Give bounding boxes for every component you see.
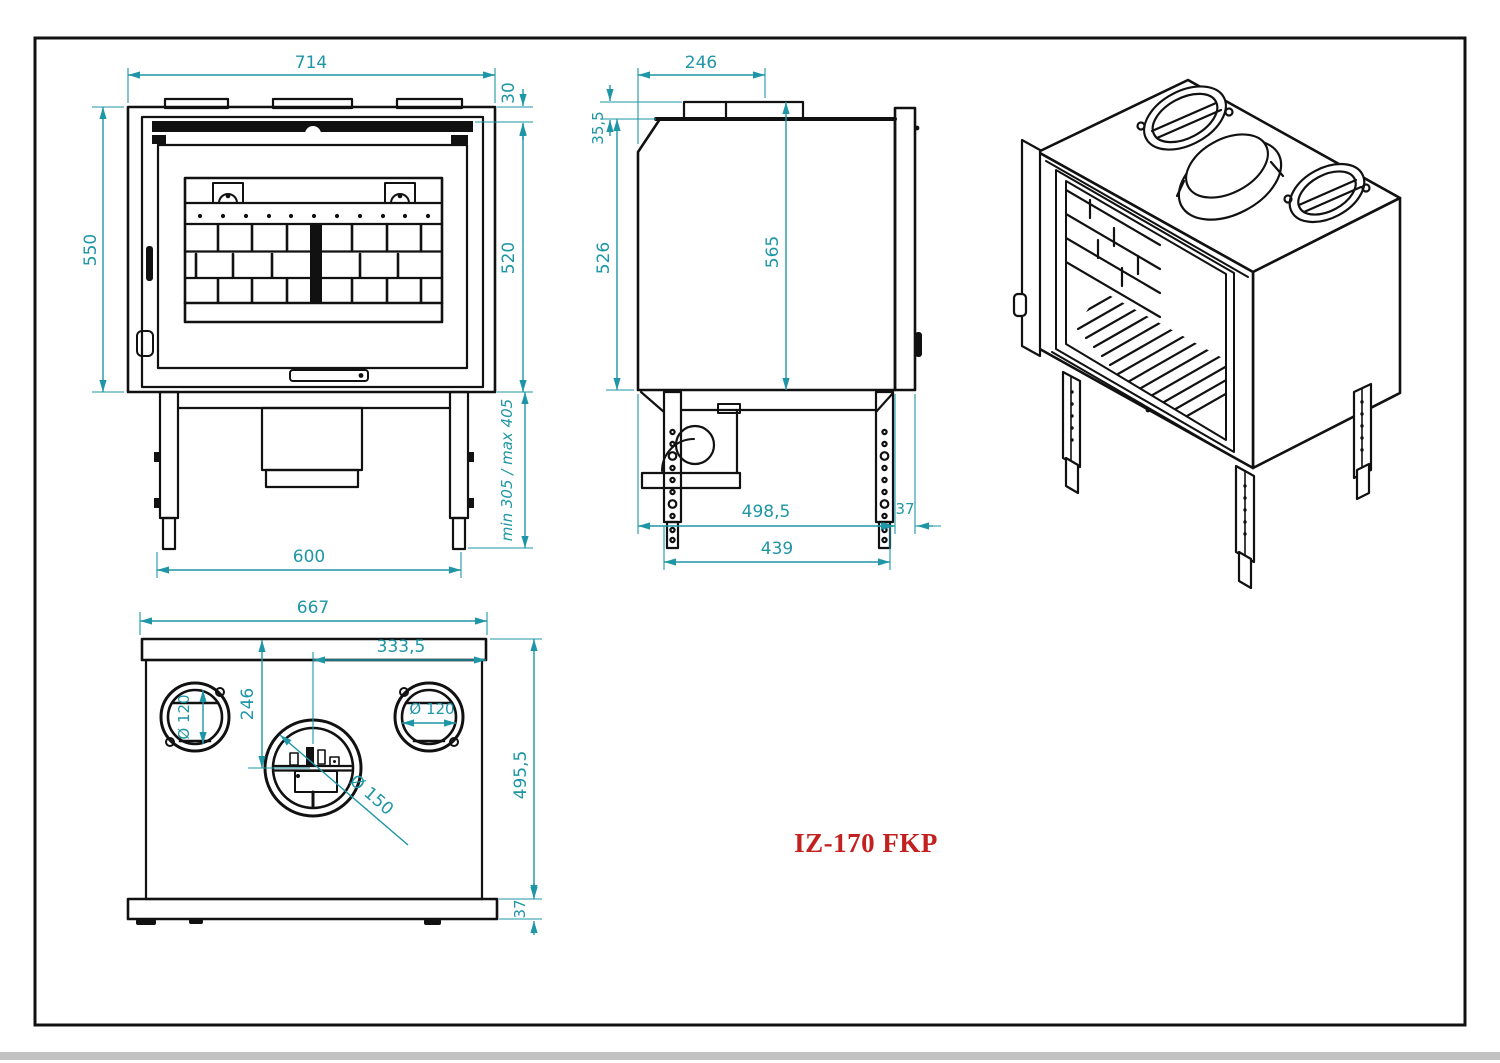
dim-top-half-width: 333,5 bbox=[377, 637, 426, 657]
page-edge bbox=[0, 1052, 1500, 1060]
firebox-brick-wall bbox=[1066, 188, 1162, 319]
isometric-view bbox=[1012, 78, 1402, 590]
dim-front-width: 714 bbox=[295, 53, 327, 73]
door-handle bbox=[1012, 292, 1028, 318]
dim-top-front-strip: 37 bbox=[511, 899, 529, 918]
dim-side-body-height: 526 bbox=[594, 242, 614, 274]
band-notch bbox=[305, 126, 321, 142]
dim-top-width: 667 bbox=[297, 598, 329, 618]
dim-top-depth: 495,5 bbox=[511, 751, 531, 800]
leg-holes bbox=[667, 428, 890, 544]
flue-collar-left bbox=[1136, 85, 1234, 151]
dim-front-leg-range: min 305 / max 405 bbox=[498, 399, 516, 541]
flue-collar-center bbox=[1175, 133, 1285, 221]
dim-front-height-overall: 550 bbox=[81, 234, 101, 266]
door-frame-bar bbox=[1020, 138, 1042, 358]
drawing-border bbox=[33, 36, 1467, 1027]
model-label: IZ-170 FKP bbox=[794, 828, 938, 858]
front-view: 714 30 550 520 min 305 / max 405 600 bbox=[81, 53, 533, 578]
dim-front-height-body: 520 bbox=[499, 242, 519, 274]
dim-side-depth: 498,5 bbox=[742, 502, 791, 522]
dim-side-overall-height: 565 bbox=[763, 236, 783, 268]
dim-top-left-port: Ø 120 bbox=[175, 694, 193, 739]
dim-top-right-port: Ø 120 bbox=[409, 700, 454, 718]
iso-legs bbox=[1061, 370, 1373, 590]
dim-top-collar-offset: 246 bbox=[238, 688, 258, 720]
side-view: 246 35,5 526 565 498,5 37 439 bbox=[589, 53, 941, 570]
dim-side-collar-offset: 246 bbox=[685, 53, 717, 73]
dim-front-leg-span: 600 bbox=[293, 547, 325, 567]
dim-side-door-thickness: 37 bbox=[895, 500, 914, 518]
flue-collar-right bbox=[1283, 162, 1371, 224]
top-view: 667 333,5 246 Ø 120 Ø 120 Ø 150 495,5 37 bbox=[126, 598, 542, 935]
dim-side-collar-height: 35,5 bbox=[589, 111, 607, 144]
dim-front-top-flange: 30 bbox=[499, 82, 519, 104]
dim-side-leg-spacing: 439 bbox=[761, 539, 793, 559]
